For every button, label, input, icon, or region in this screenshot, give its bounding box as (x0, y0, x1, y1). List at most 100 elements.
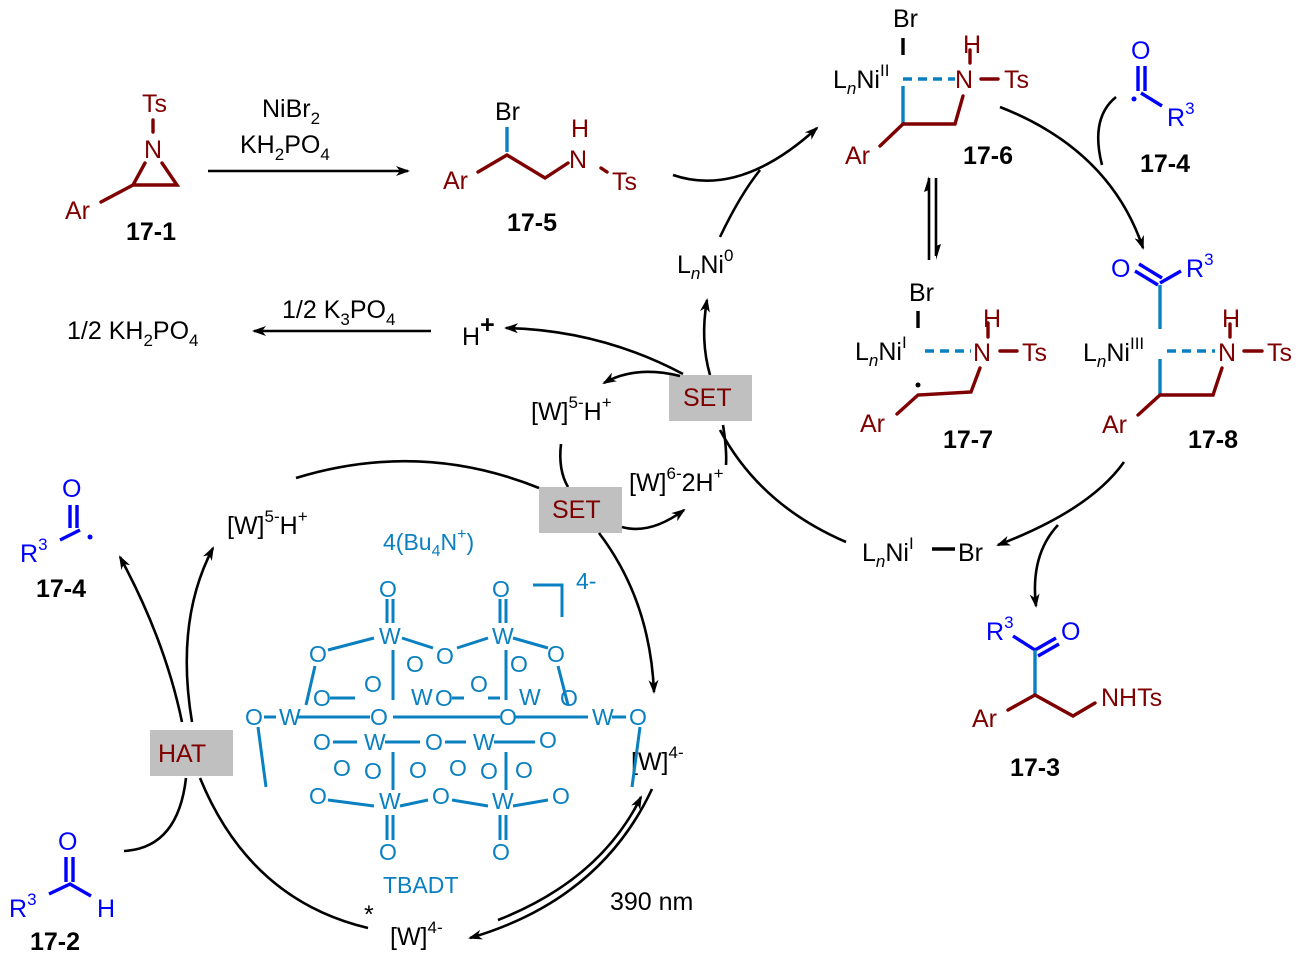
oxidative-addition-arrow (672, 126, 819, 182)
svg-text:N: N (569, 146, 587, 174)
tbadt-cycle-bottom-arc (198, 777, 369, 930)
acyl-radical-feed-arrow (1096, 95, 1117, 166)
svg-text:[W]5-H+: [W]5-H+ (227, 507, 308, 540)
compound-17-4-top: O R3 17-4 (1131, 37, 1195, 178)
svg-text:R3: R3 (20, 535, 48, 568)
svg-text:Ar: Ar (443, 167, 468, 195)
tbadt-cycle-top-arc (295, 459, 540, 490)
svg-text:H: H (963, 31, 981, 59)
svg-text:[W]4-: [W]4- (390, 918, 443, 951)
compound-17-6: Br LnNiII H N Ts Ar 17-6 (833, 5, 1029, 170)
reagents-nibr2-kh2po4: NiBr2 KH2PO4 (208, 95, 410, 176)
set-to-ni0-arrow (700, 298, 712, 376)
svg-text:Br: Br (909, 279, 934, 307)
compound-label: 17-5 (507, 209, 557, 237)
oxygen-atom: O (552, 783, 570, 809)
proton: H+ (462, 311, 495, 351)
tungsten-atom: W (519, 684, 541, 710)
hat-to-acyl-radical-arrow (118, 555, 184, 723)
compound-17-8: O R3 LnNiIII H N Ts Ar 17-8 (1083, 250, 1292, 454)
svg-text:LnNiIII: LnNiIII (1083, 334, 1144, 371)
oxygen-atom: O (492, 576, 510, 602)
svg-text:O: O (1061, 618, 1080, 646)
oxygen-atom: O (470, 671, 488, 697)
svg-text:R3: R3 (1167, 99, 1195, 132)
compound-label: 17-4 (36, 575, 86, 603)
compound-17-7: Br LnNiI H N Ts Ar 17-7 (855, 279, 1047, 454)
svg-text:TBADT: TBADT (383, 872, 458, 898)
reductive-elimination-arrow (996, 461, 1126, 547)
svg-text:LnNiII: LnNiII (833, 61, 889, 98)
set-tag-upper (669, 375, 752, 421)
svg-text:N: N (973, 339, 991, 367)
tbadt-cycle-right-arc (597, 532, 659, 694)
svg-text:Ar: Ar (1102, 411, 1127, 439)
svg-text:H: H (97, 895, 115, 923)
oxygen-atom: O (432, 783, 450, 809)
compound-label: 17-7 (943, 426, 993, 454)
oxygen-atom: O (425, 729, 443, 755)
compound-17-1: Ts N Ar 17-1 (65, 90, 181, 246)
tungsten-atom: W (279, 704, 301, 730)
equilibrium-arrows (924, 176, 941, 260)
svg-text:O: O (58, 828, 77, 856)
compound-17-4-left: O R3 17-4 (20, 475, 93, 603)
svg-text:4(Bu4N+): 4(Bu4N+) (383, 526, 474, 560)
oxygen-atom: O (309, 641, 327, 667)
ni0-species: LnNi0 (677, 246, 733, 283)
oxygen-atom: O (409, 757, 427, 783)
svg-text:4-: 4- (576, 568, 596, 594)
w5h-upper: [W]5-H+ (531, 393, 612, 426)
w6-to-set-upper (721, 424, 728, 466)
compound-label: 17-3 (1010, 754, 1060, 782)
svg-text:Ts: Ts (1022, 339, 1047, 367)
ts-group: Ts (142, 90, 167, 118)
w5h-to-set-lower (559, 443, 570, 488)
oxygen-atom: O (539, 727, 557, 753)
hat-tag-text: HAT (158, 740, 206, 768)
oxygen-atom: O (379, 576, 397, 602)
tbadt-bond (401, 636, 434, 650)
oxygen-atom: O (492, 839, 510, 865)
compound-17-2: O H R3 17-2 (9, 828, 115, 956)
ni1-to-set-arc (718, 429, 847, 544)
oxygen-atom: O (515, 757, 533, 783)
svg-text:NHTs: NHTs (1101, 684, 1162, 712)
svg-text:H+: H+ (462, 311, 495, 351)
compound-label: 17-4 (1140, 150, 1190, 178)
compound-17-5: Br Ar H N Ts 17-5 (443, 98, 637, 237)
tbadt-bond (456, 636, 489, 650)
oxygen-atom: O (364, 758, 382, 784)
svg-text:N: N (1218, 339, 1236, 367)
svg-text:1/2 K3PO4: 1/2 K3PO4 (282, 296, 395, 329)
oxygen-atom: O (364, 671, 382, 697)
nitrogen: N (144, 136, 162, 164)
tungsten-atom: W (379, 623, 401, 649)
tbadt-bond (512, 798, 549, 808)
tbadt-bond (327, 798, 375, 808)
svg-text:R3: R3 (986, 613, 1014, 646)
svg-text:R3: R3 (9, 890, 37, 923)
oxygen-atom: O (245, 704, 263, 730)
relaxation-arrow (497, 795, 643, 922)
svg-text:[W]6-2H+: [W]6-2H+ (629, 464, 724, 497)
oxygen-atom: O (313, 685, 331, 711)
oxygen-atom: O (313, 729, 331, 755)
bond (99, 183, 135, 204)
aziridine-ring (130, 161, 181, 187)
w6-2h: [W]6-2H+ (629, 464, 724, 497)
svg-text:LnNiI: LnNiI (855, 333, 907, 370)
product-release-arrow (1029, 524, 1059, 608)
oxygen-atom: O (309, 783, 327, 809)
svg-text:1/2 KH2PO4: 1/2 KH2PO4 (67, 317, 199, 350)
svg-text:O: O (62, 475, 81, 503)
svg-text:Ar: Ar (845, 142, 870, 170)
svg-text:H: H (571, 115, 589, 143)
svg-text:R3: R3 (1186, 250, 1214, 283)
compound-label: 17-8 (1188, 426, 1238, 454)
svg-text:Br: Br (893, 5, 918, 33)
tungsten-atom: W (379, 788, 401, 814)
svg-text:O: O (1111, 255, 1130, 283)
tungsten-atom: W (492, 788, 514, 814)
